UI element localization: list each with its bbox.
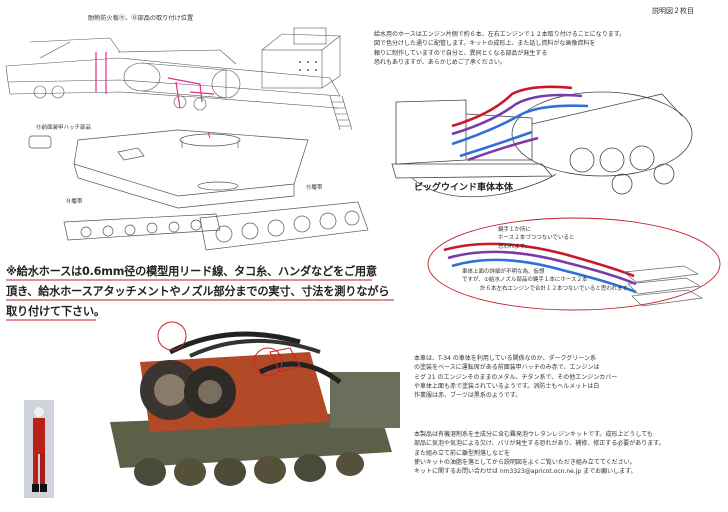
hose-note-line-3: 頼りに制作していますので自分と、異同とくなる部品が発生する	[374, 49, 548, 57]
warning-line-2: 頂き、給水ホースアタッチメントやノズル部分までの実寸、寸法を測りながら	[6, 285, 390, 298]
body-caption: ビッグウインド車体本体	[414, 183, 514, 193]
oval-note-bottom: 車体上面の詳細が不明な為、仮想 ですが、①給水ノズル部品の鍵手１本にホース２本 …	[462, 268, 633, 293]
oval-note-line-3: 思われます。	[498, 243, 531, 250]
warning-underlines	[6, 279, 394, 321]
hose-note-line-4: 恐れもありますが、あらかじめご了承ください。	[374, 58, 506, 66]
hose-note: 給水用のホースはエンジン片側で約６本、左右エンジンで１２本取り付けることになりま…	[374, 30, 625, 67]
vehicle-description-line-5: 作業服は赤、ブーツは黒系のようです。	[414, 392, 522, 400]
hose-note-line-2: 図で色分けした通りに配管します。キットの成形上、また話し資料がな画像資料を	[374, 40, 596, 48]
hatch-part-icon	[28, 135, 52, 149]
oval-note-top: 鍵手１か所に ホース２本づつつないでいると 思われます。	[498, 226, 575, 251]
vehicle-body-drawing	[391, 85, 693, 198]
track-right-label: ⑮履帯	[306, 185, 323, 191]
track-right-drawing	[199, 201, 369, 251]
track-left-drawing	[63, 213, 221, 241]
kit-notice-line-3: また組み立て前に離型剤落しなどを	[414, 449, 511, 457]
firefighter-photo	[24, 400, 54, 498]
oval-note-line-4: 車体上面の詳細が不明な為、仮想	[462, 269, 545, 275]
vehicle-description-line-2: の塗装をベースに運転席がある前面装甲ハッチのみ赤で、エンジンは	[414, 364, 600, 372]
oval-note-line-5: ですが、①給水ノズル部品の鍵手１本にホース２本	[462, 277, 588, 284]
vehicle-photo	[110, 321, 400, 486]
warning-block: ※給水ホースは0.6mm径の模型用リード線、タコ糸、ハンダなどをご用意 頂き、給…	[6, 262, 389, 322]
oval-note-line-1: 鍵手１か所に	[498, 227, 532, 233]
hose-note-line-1: 給水用のホースはエンジン片側で約６本、左右エンジンで１２本取り付けることになりま…	[374, 31, 626, 38]
vehicle-description-line-3: ミグ 21 のエンジンそのままのメタル、チタン系で、その他エンジンカバー	[414, 373, 618, 381]
kit-notice-line-4: 使いキットの油脂を落としてから説明図をよくご覧いただき組み立ててください。	[414, 458, 636, 466]
hose-detail-oval	[427, 217, 721, 311]
engine-assembly-drawing	[5, 27, 353, 131]
kit-notice-line-5: キットに関するお問い合わせは nm3323@apricot.ocn.ne.jp …	[414, 468, 637, 476]
kit-notice: 本製品は有機溶剤系を主成分に含む難発泡ウレタンレジンキットです。成形上どうしても…	[414, 430, 665, 476]
oval-note-line-6: 計６本左右エンジンで合計１２本つないでいると思われます。	[480, 285, 634, 292]
front-hatch-label: ⑬前面装甲ハッチ部品	[36, 125, 92, 131]
vehicle-description-line-4: や車体上面も赤で塗装されているようです。消防士もヘルメットは白	[414, 382, 600, 390]
page-label: 説明図２枚目	[652, 7, 694, 15]
fire-plate-title: 耐熱防火板⑪、⑫部品の取り付け位置	[88, 15, 194, 22]
kit-notice-line-2: 部品に気泡や気泡による欠け、バリが発生する恐れがあり、補修、修正する必要がありま…	[414, 440, 665, 448]
oval-note-line-2: ホース２本づつつないでいると	[498, 235, 575, 242]
vehicle-description-line-1: 本車は、T-34 の車体を利用している関係なのか、ダークグリーン系	[414, 355, 596, 362]
vehicle-description: 本車は、T-34 の車体を利用している関係なのか、ダークグリーン系 の塗装をベー…	[414, 354, 617, 400]
hull-top-drawing	[73, 129, 309, 209]
kit-notice-line-1: 本製品は有機溶剤系を主成分に含む難発泡ウレタンレジンキットです。成形上どうしても	[414, 431, 653, 438]
warning-line-1: ※給水ホースは0.6mm径の模型用リード線、タコ糸、ハンダなどをご用意	[6, 265, 377, 278]
track-left-label: ⑭履帯	[66, 199, 83, 205]
warning-line-3: 取り付けて下さい。	[6, 305, 105, 318]
